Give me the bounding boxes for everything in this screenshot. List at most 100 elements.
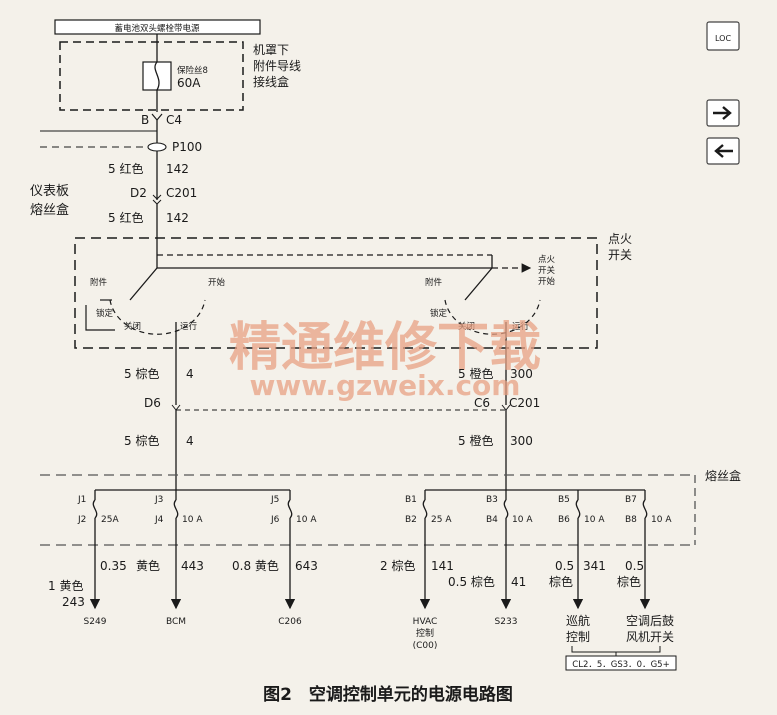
wire-141-color: 2 棕色 [380, 558, 415, 573]
fuse-j3-top: J3 [154, 495, 163, 505]
fuse-b3-top: B3 [486, 495, 498, 505]
fuse-j5-j6: J5 J6 10 A [270, 490, 317, 610]
d2-connector-name: C201 [166, 186, 197, 200]
d6-pin: D6 [144, 396, 161, 410]
left-switch-contact [129, 267, 158, 301]
wire-41-circuit: 41 [511, 575, 526, 589]
wire-141-circuit: 141 [431, 559, 454, 573]
terminal-s233: S233 [495, 617, 518, 627]
wire-643-color: 0.8 黄色 [232, 559, 279, 573]
fuse-b1-top: B1 [405, 495, 417, 505]
wire-300-top-circuit: 300 [510, 367, 533, 381]
wire-4-top-color: 5 棕色 [124, 366, 159, 381]
wire-142-top-color: 5 红色 [108, 161, 143, 176]
right-switch-arc [444, 299, 541, 335]
wire-443-color: 黄色 [136, 559, 160, 573]
right-switch-start-1: 点火 [538, 255, 556, 265]
watermark-url: www.gzweix.com [250, 369, 521, 402]
fuse-b7-top: B7 [625, 495, 637, 505]
terminal-hvac-2: 控制 [416, 627, 434, 639]
fuse-j5-top: J5 [270, 495, 279, 505]
fuse-b5-top: B5 [558, 495, 570, 505]
left-switch-off: 关闭 [124, 321, 141, 332]
underhood-box-label-3: 接线盒 [253, 74, 289, 89]
terminal-rear-blower-1: 空调后鼓 [626, 614, 674, 628]
wire-4-top-circuit: 4 [186, 367, 194, 381]
p100-label: P100 [172, 140, 202, 154]
wire-300-top-color: 5 橙色 [458, 366, 493, 381]
terminal-rear-blower-2: 风机开关 [626, 630, 674, 644]
left-switch-run: 运行 [180, 321, 198, 332]
right-switch-off: 关闭 [458, 321, 475, 332]
wire-rear-blower-size: 0.5 [625, 559, 644, 573]
c4-connector-symbol [151, 113, 163, 121]
wire-243-circuit: 243 [62, 595, 85, 609]
ignition-switch-box [74, 237, 598, 349]
fuse-j5-rating: 10 A [296, 515, 317, 525]
wire-341-circuit: 341 [583, 559, 606, 573]
fuse-j5-bottom: J6 [270, 515, 280, 525]
ip-fuse-block-label-2: 熔丝盒 [30, 202, 69, 218]
fuse-b1-bottom: B2 [405, 515, 417, 525]
fuse-b7-bottom: B8 [625, 515, 637, 525]
loc-icon[interactable] [706, 21, 740, 51]
fuse-b5-rating: 10 A [584, 515, 605, 525]
fuse-j3-rating: 10 A [182, 515, 203, 525]
terminal-hvac-3: (C00) [413, 641, 438, 651]
fuse-j1-j2: J1 J2 25A [77, 490, 119, 610]
wire-rear-blower-color: 棕色 [617, 574, 641, 589]
ip-fuse-block-label-1: 仪表板 [30, 184, 69, 199]
watermark-text: 精通维修下载 [229, 318, 541, 378]
main-fuse-name: 保险丝8 [177, 65, 208, 76]
right-switch-contact [464, 267, 493, 301]
c6-pin: C6 [474, 396, 490, 410]
fuse-j1-top: J1 [77, 495, 86, 505]
p100-grommet [147, 142, 167, 152]
terminal-cruise-1: 巡航 [566, 613, 590, 628]
fuse-j1-rating: 25A [101, 515, 119, 525]
right-switch-run: 运行 [512, 321, 530, 332]
underhood-box-label-2: 附件导线 [253, 59, 301, 73]
ignition-switch-label-1: 点火 [608, 232, 632, 246]
fuse-b1-b2: B1 B2 25 A [405, 490, 452, 610]
fuse-b5-bottom: B6 [558, 515, 570, 525]
arrow-left-icon [714, 144, 733, 158]
figure-caption: 图2 空调控制单元的电源电路图 [263, 684, 513, 705]
wire-142-bottom-circuit: 142 [166, 211, 189, 225]
main-fuse-symbol [154, 61, 160, 91]
fuse-j3-bottom: J4 [154, 515, 164, 525]
wire-643-circuit: 643 [295, 559, 318, 573]
underhood-box [59, 41, 244, 111]
wire-4-bottom-color: 5 棕色 [124, 433, 159, 448]
wire-300-bottom-circuit: 300 [510, 434, 533, 448]
left-switch-arc [109, 299, 206, 335]
right-switch-lock: 锁定 [430, 308, 448, 319]
wire-142-top-circuit: 142 [166, 162, 189, 176]
reference-text: CL2．5．GS3．0．G5+ [572, 660, 669, 670]
ignition-switch-label-2: 开关 [608, 248, 632, 262]
wire-341-size: 0.5 [555, 559, 574, 573]
wire-443-size: 0.35 [100, 559, 127, 573]
fuse-b7-rating: 10 A [651, 515, 672, 525]
wire-443-circuit: 443 [181, 559, 204, 573]
fuse-j3-j4: J3 J4 10 A [154, 490, 203, 610]
wire-4-bottom-circuit: 4 [186, 434, 194, 448]
fuse-b1-rating: 25 A [431, 515, 452, 525]
fuse-b3-rating: 10 A [512, 515, 533, 525]
wire-300-bottom-color: 5 橙色 [458, 433, 493, 448]
wire-142-bottom-color: 5 红色 [108, 210, 143, 225]
wire-341-color: 棕色 [549, 574, 573, 589]
left-switch-acc: 附件 [90, 277, 108, 288]
d2-pin: D2 [130, 186, 147, 200]
fuse-b7-b8: B7 B8 10 A [625, 490, 672, 610]
right-switch-start-3: 开始 [538, 276, 556, 287]
left-switch-lock: 锁定 [96, 308, 114, 319]
underhood-box-label-1: 机罩下 [253, 43, 289, 57]
fuse-b5-b6: B5 B6 10 A [558, 490, 605, 610]
terminal-c206: C206 [278, 617, 302, 627]
reference-box [565, 655, 677, 671]
wire-243-color: 1 黄色 [48, 579, 83, 593]
left-switch-start: 开始 [208, 277, 226, 288]
